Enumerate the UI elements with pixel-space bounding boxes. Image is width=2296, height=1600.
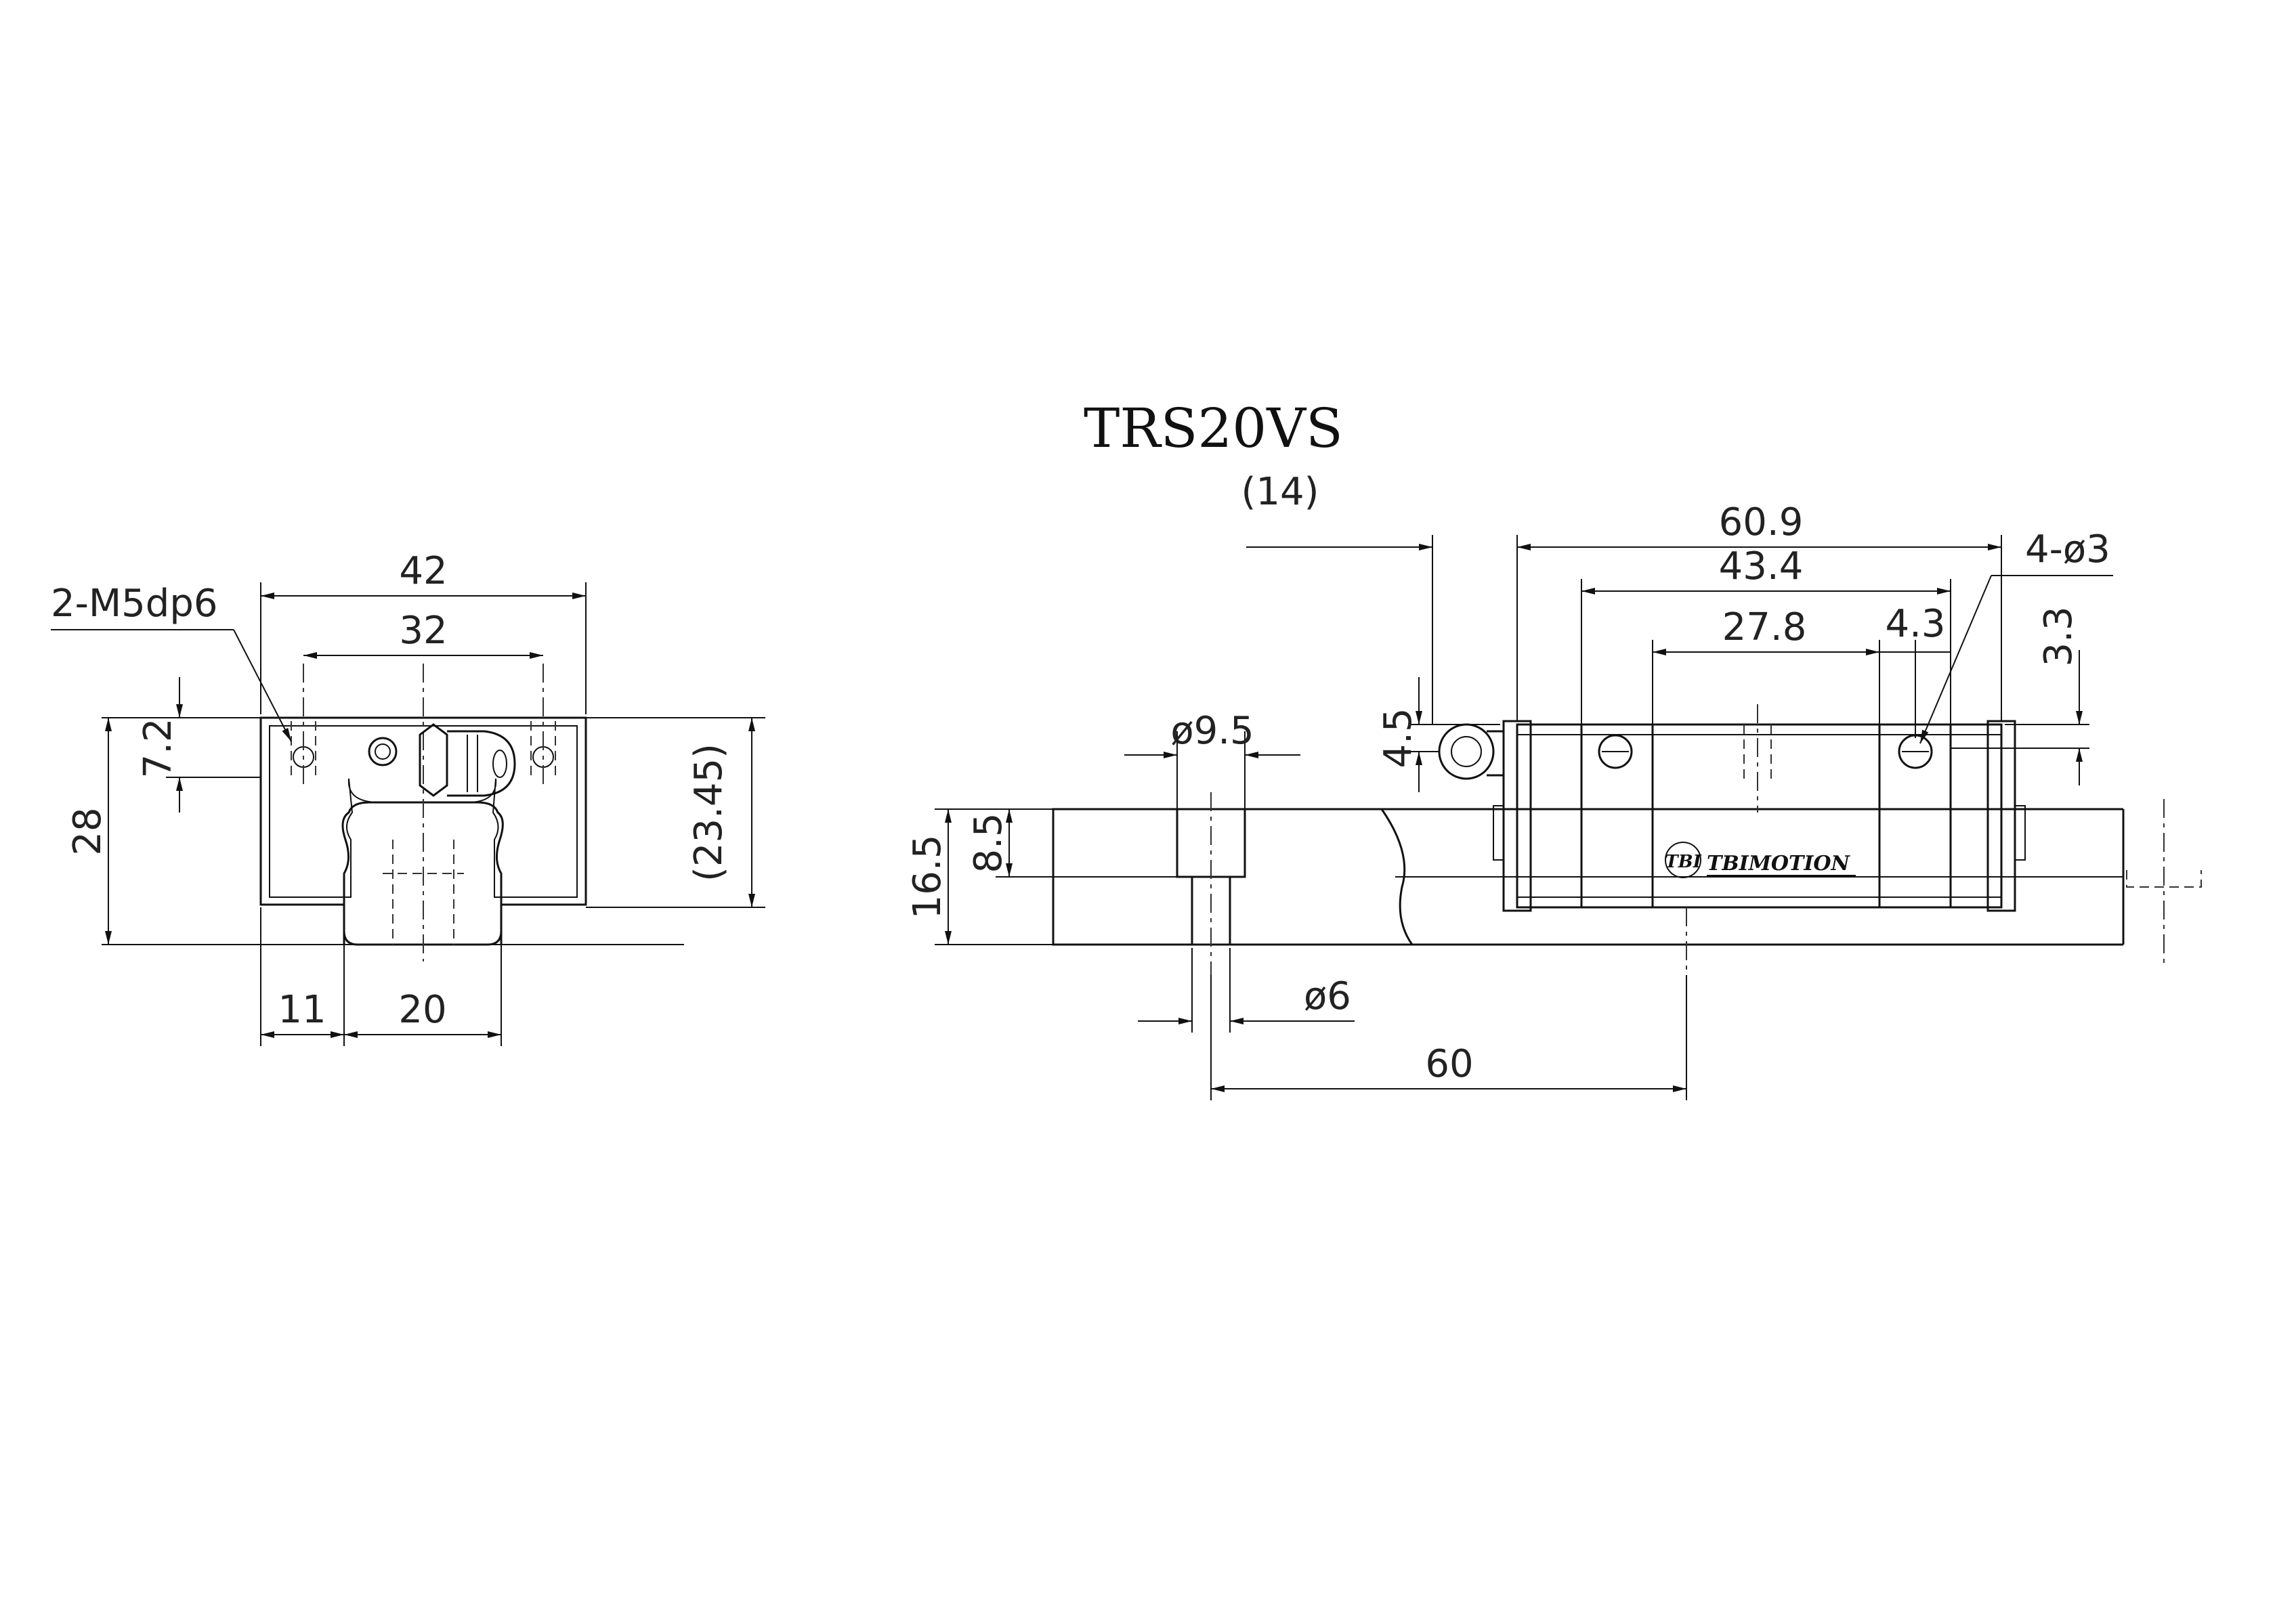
dim-hole-dia: ø6 bbox=[1304, 974, 1351, 1018]
dim-nipple-projection: (14) bbox=[1241, 470, 1319, 514]
svg-text:TBI: TBI bbox=[1665, 852, 1701, 872]
dim-hole-offset: 4.3 bbox=[1885, 602, 1945, 646]
rail-hole-right-hidden bbox=[2126, 870, 2202, 888]
dim-counterbore-dia: ø9.5 bbox=[1170, 709, 1254, 753]
end-cap-screw-left bbox=[1598, 734, 1633, 769]
dim-rail-edge-offset: 11 bbox=[278, 988, 326, 1032]
dim-width: 42 bbox=[399, 549, 447, 593]
end-cap-screw-right bbox=[1898, 734, 1933, 769]
seal-lip-left bbox=[1493, 805, 1504, 861]
dim-rail-pitch: 60 bbox=[1425, 1042, 1473, 1086]
grease-nipple bbox=[368, 723, 516, 797]
dim-block-height-ref: (23.45) bbox=[687, 743, 731, 882]
rail-bolt-hole bbox=[383, 840, 464, 945]
brand-name: TBIMOTION bbox=[1707, 852, 1851, 875]
dim-nipple-height: 4.5 bbox=[1376, 708, 1420, 768]
mount-hole-left-hidden bbox=[291, 721, 316, 779]
end-view: 42 32 2-M5dp6 7.2 28 (23.45) 11 20 bbox=[51, 549, 765, 1046]
brand-logo: TBI TBIMOTION bbox=[1665, 842, 1856, 878]
dim-hole-pitch: 27.8 bbox=[1722, 605, 1807, 649]
side-view: TBI TBIMOTION (14) 60.9 43.4 27.8 4.3 4-… bbox=[906, 470, 2202, 1100]
seal-lip-right bbox=[2014, 805, 2026, 861]
grease-nipple-side bbox=[1438, 723, 1505, 780]
thread-note: 2-M5dp6 bbox=[51, 582, 218, 626]
dim-counterbore-depth: 8.5 bbox=[966, 813, 1011, 873]
rail-section-hatched bbox=[1052, 808, 1414, 946]
dim-block-length: 60.9 bbox=[1719, 500, 1804, 544]
center-tapped-hole bbox=[1743, 725, 1772, 779]
dim-rail-width: 20 bbox=[398, 988, 446, 1032]
dim-body-length: 43.4 bbox=[1719, 544, 1804, 588]
dim-height: 28 bbox=[66, 807, 110, 855]
dim-mount-pitch: 32 bbox=[399, 609, 447, 653]
carriage-block bbox=[1516, 723, 2003, 909]
mount-hole-right-hidden bbox=[530, 721, 556, 779]
screw-note: 4-ø3 bbox=[2025, 527, 2110, 571]
dim-rail-height: 16.5 bbox=[906, 835, 950, 920]
drawing-title: TRS20VS bbox=[1084, 397, 1343, 460]
dim-thread-depth: 7.2 bbox=[136, 718, 180, 778]
dim-screw-height: 3.3 bbox=[2037, 606, 2081, 666]
